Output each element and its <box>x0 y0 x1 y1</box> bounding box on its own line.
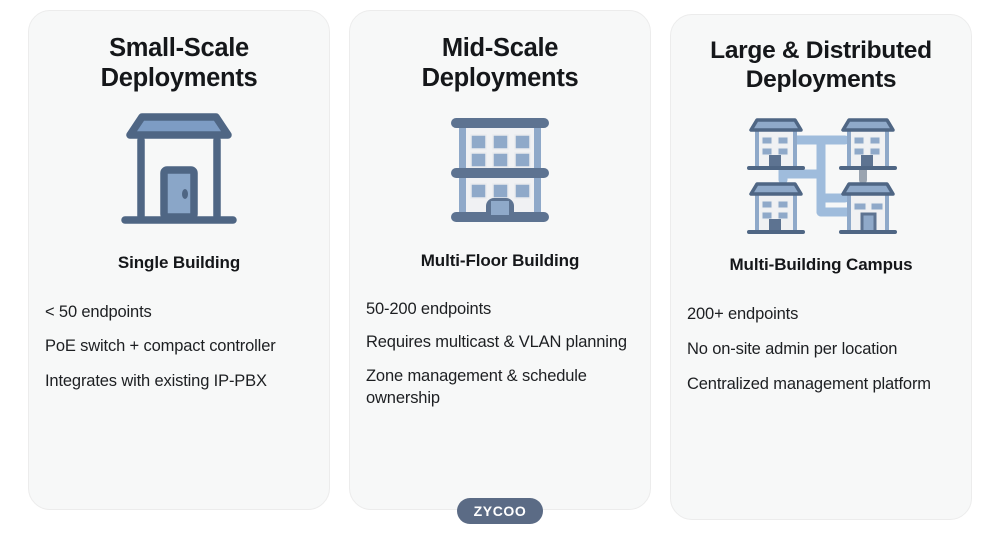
feature-list: 200+ endpoints No on-site admin per loca… <box>687 303 955 409</box>
card-subtitle: Multi-Floor Building <box>420 251 580 271</box>
zycoo-logo: ZYCOO <box>457 498 543 524</box>
list-item: No on-site admin per location <box>687 340 898 359</box>
list-item: < 50 endpoints <box>45 303 152 322</box>
list-item: Zone management & schedule ownership <box>366 366 587 407</box>
list-item: Centralized management platform <box>687 375 931 394</box>
card-subtitle: Single Building <box>117 253 241 273</box>
feature-list: 50-200 endpoints Requires multicast & VL… <box>366 298 634 420</box>
card-title: Mid-Scale Deployments <box>421 34 579 93</box>
feature-list: < 50 endpoints PoE switch + compact cont… <box>45 301 313 404</box>
list-item: PoE switch + compact controller <box>45 337 276 356</box>
card-title: Large & Distributed Deployments <box>710 37 932 93</box>
card-mid-scale: Mid-Scale Deployments <box>349 10 651 510</box>
list-item: 200+ endpoints <box>687 304 799 323</box>
multi-building-campus-icon <box>745 107 897 239</box>
list-item: 50-200 endpoints <box>366 300 492 319</box>
card-subtitle: Multi-Building Campus <box>729 254 913 274</box>
list-item: Requires multicast & VLAN planning <box>366 333 627 352</box>
card-large-distributed: Large & Distributed Deployments <box>670 14 972 520</box>
card-small-scale: Small-Scale Deployments <box>28 10 330 510</box>
card-title: Small-Scale Deployments <box>100 34 258 93</box>
multi-floor-building-icon <box>437 105 563 237</box>
single-building-icon <box>116 105 242 237</box>
list-item: Integrates with existing IP-PBX <box>45 371 267 390</box>
zycoo-logo-text: ZYCOO <box>473 503 527 519</box>
